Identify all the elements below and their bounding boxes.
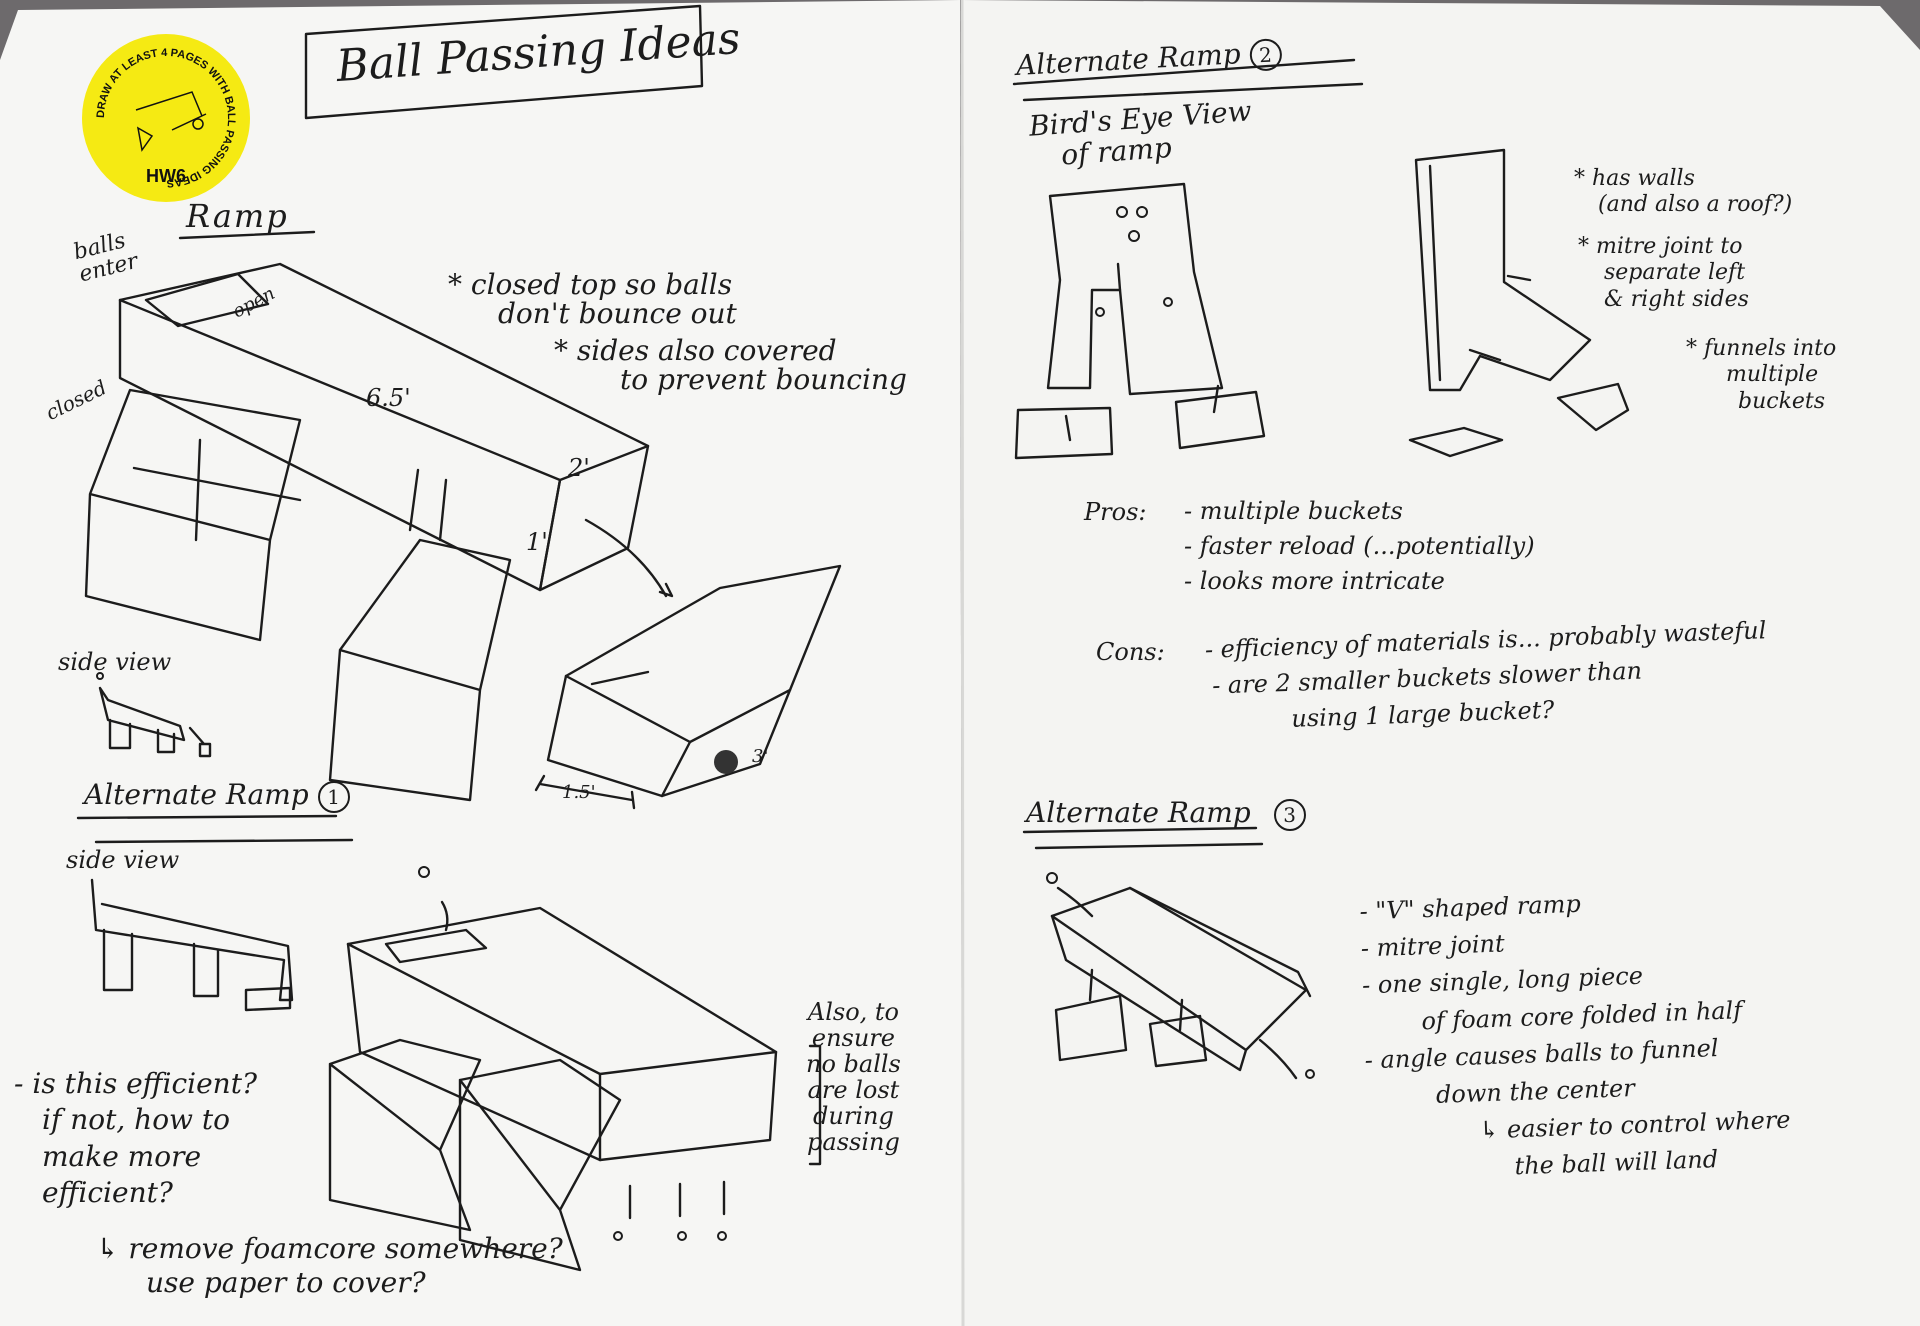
bucket-sketch [534, 564, 842, 810]
alt3-number: 3 [1273, 799, 1306, 831]
alt1-bracket-note: Also, to ensure no balls are lost during… [806, 998, 901, 1156]
height-dimension: 1' [526, 528, 548, 556]
alt2-number: 2 [1248, 38, 1283, 72]
scribble-mark [714, 750, 738, 774]
ramp-heading: Ramp [186, 197, 289, 235]
alt1-questions: - is this efficient? if not, how to make… [14, 1067, 257, 1210]
hw6-sticker: DRAW AT LEAST 4 PAGES WITH BALL PASSING … [80, 32, 252, 204]
alt1-side-view-label: side view [66, 846, 180, 874]
bucket-length-dimension: 3' [752, 746, 769, 767]
alt1-heading: Alternate Ramp 1 [84, 780, 350, 813]
left-page [0, 0, 962, 1326]
alt1-number: 1 [317, 781, 350, 813]
alt3-underline [1022, 826, 1264, 850]
alt3-heading: Alternate Ramp 3 [1026, 798, 1306, 831]
ramp-sketch [84, 262, 674, 802]
alt3-sketch [1050, 886, 1312, 1080]
alt2-note-walls: * has walls (and also a roof?) [1574, 166, 1793, 218]
cons-list: - efficiency of materials is... probably… [1204, 616, 1767, 733]
spine-fold [960, 0, 965, 1326]
alt2-note-mitre: * mitre joint to separate left & right s… [1578, 234, 1749, 312]
side-view-label: side view [58, 648, 172, 676]
right-page [962, 0, 1920, 1326]
ramp-note-closed-top: * closed top so balls don't bounce out [448, 268, 737, 331]
sticker-disc [82, 34, 250, 202]
alt3-notes: - "V" shaped ramp - mitre joint - one si… [1359, 889, 1791, 1181]
ramp-note-sides-covered: * sides also covered to prevent bouncing [554, 334, 907, 397]
alt2-note-funnels: * funnels into multiple buckets [1686, 336, 1837, 414]
cons-label: Cons: [1096, 638, 1165, 666]
pros-label: Pros: [1084, 498, 1147, 526]
length-dimension: 6.5' [366, 384, 411, 412]
alt1-sketch [90, 878, 822, 1272]
title-box [304, 4, 704, 120]
pros-list: - multiple buckets - faster reload (...p… [1184, 497, 1535, 595]
alt1-underline [76, 814, 354, 844]
balls [96, 206, 1315, 1241]
side-view-small [98, 686, 212, 758]
sticker-label: HW6 [146, 166, 186, 186]
alt1-answer: ↳ remove foamcore somewhere? use paper t… [96, 1232, 563, 1299]
alt2-birds-eye-sketch [1014, 148, 1630, 460]
ramp-underline [178, 230, 316, 240]
width-dimension: 2' [568, 454, 590, 482]
bucket-width-dimension: 1.5' [562, 782, 596, 803]
alt2-underline [1012, 58, 1364, 102]
